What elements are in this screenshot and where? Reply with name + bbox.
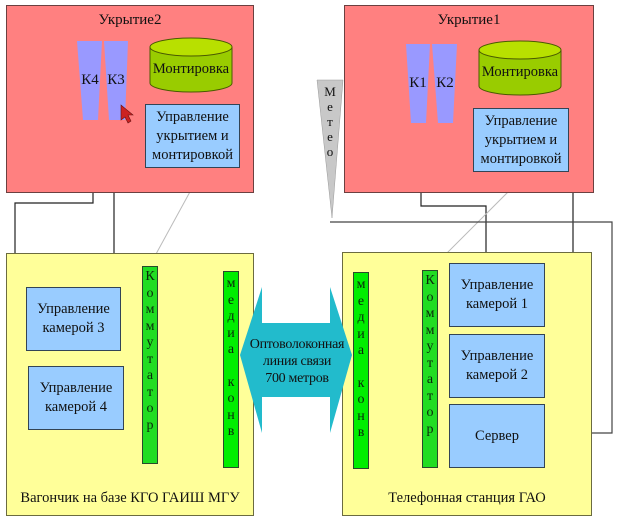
camera-k3-shape	[104, 41, 128, 120]
camera-k2-shape	[432, 44, 457, 123]
fiber-link-label: Оптоволоконная линия связи 700 метров	[249, 337, 345, 386]
mount-1-shape	[478, 40, 562, 96]
meteo-label: М е т е о	[324, 84, 336, 159]
camera-k1-label: К1	[409, 75, 427, 91]
vertical-letter: е	[227, 292, 235, 308]
vertical-letter: р	[146, 417, 154, 433]
vertical-letter: м	[226, 276, 236, 291]
camera-k2-label: К2	[436, 75, 454, 91]
vertical-letter: н	[357, 408, 365, 424]
fiber-link-arrow	[240, 287, 352, 433]
camera-k4-label: К4	[81, 72, 99, 88]
camera-2-control: Управление камерой 2	[449, 334, 545, 398]
vertical-letter: и	[227, 325, 235, 341]
vertical-letter: д	[357, 310, 365, 325]
vertical-letter: у	[146, 335, 154, 350]
vertical-letter: о	[227, 391, 235, 406]
vertical-letter: т	[426, 388, 434, 404]
vertical-letter: т	[426, 355, 434, 371]
server: Сервер	[449, 404, 545, 468]
vertical-letter: т	[146, 384, 154, 400]
vertical-letter: о	[426, 289, 434, 305]
enclosure-1-title: Укрытие1	[437, 12, 501, 28]
vertical-letter: о	[426, 405, 434, 420]
camera-k1-shape	[406, 44, 430, 123]
vertical-letter: К	[425, 273, 435, 288]
camera-1-control: Управление камерой 1	[449, 263, 545, 327]
vertical-letter: м	[425, 322, 435, 338]
camera-3-control: Управление камерой 3	[26, 287, 121, 351]
vertical-letter: а	[426, 372, 434, 387]
vertical-letter: т	[146, 351, 154, 367]
vertical-letter: м	[425, 306, 435, 321]
vertical-letter: м	[356, 277, 366, 292]
vertical-letter: в	[227, 424, 235, 439]
vertical-letter: а	[357, 343, 365, 358]
vertical-letter: р	[426, 421, 434, 437]
vertical-letter: о	[146, 285, 154, 301]
vertical-letter: и	[357, 326, 365, 342]
mouse-cursor-icon	[120, 104, 134, 124]
camera-k4-shape	[77, 41, 102, 120]
vertical-letter: д	[227, 309, 235, 324]
meteo-sensor-shape	[316, 79, 344, 219]
vertical-letter: у	[426, 339, 434, 354]
vertical-letter: в	[357, 425, 365, 440]
vertical-letter: о	[357, 392, 365, 407]
enclosure-1-control: Управление укрытием и монтировкой	[473, 108, 569, 172]
camera-k3-label: К3	[107, 72, 125, 88]
vertical-letter: к	[357, 375, 365, 391]
vertical-letter: а	[146, 368, 154, 383]
mount-2-shape	[149, 37, 233, 93]
enclosure-2-control: Управление укрытием и монтировкой	[145, 104, 240, 168]
mount-1-label: Монтировка	[481, 64, 559, 80]
vertical-letter: е	[357, 293, 365, 309]
vertical-letter: о	[146, 401, 154, 416]
vertical-letter: н	[227, 407, 235, 423]
vertical-letter: к	[227, 374, 235, 390]
vertical-letter: м	[145, 318, 155, 334]
camera-4-control: Управление камерой 4	[28, 366, 124, 430]
vertical-letter: м	[145, 302, 155, 317]
site-left-title: Вагончик на базе КГО ГАИШ МГУ	[20, 490, 240, 506]
vertical-letter: а	[227, 342, 235, 357]
mount-2-label: Монтировка	[152, 61, 230, 77]
site-right-title: Телефонная станция ГАО	[388, 490, 546, 506]
enclosure-2-title: Укрытие2	[98, 12, 162, 28]
vertical-letter: К	[145, 269, 155, 284]
